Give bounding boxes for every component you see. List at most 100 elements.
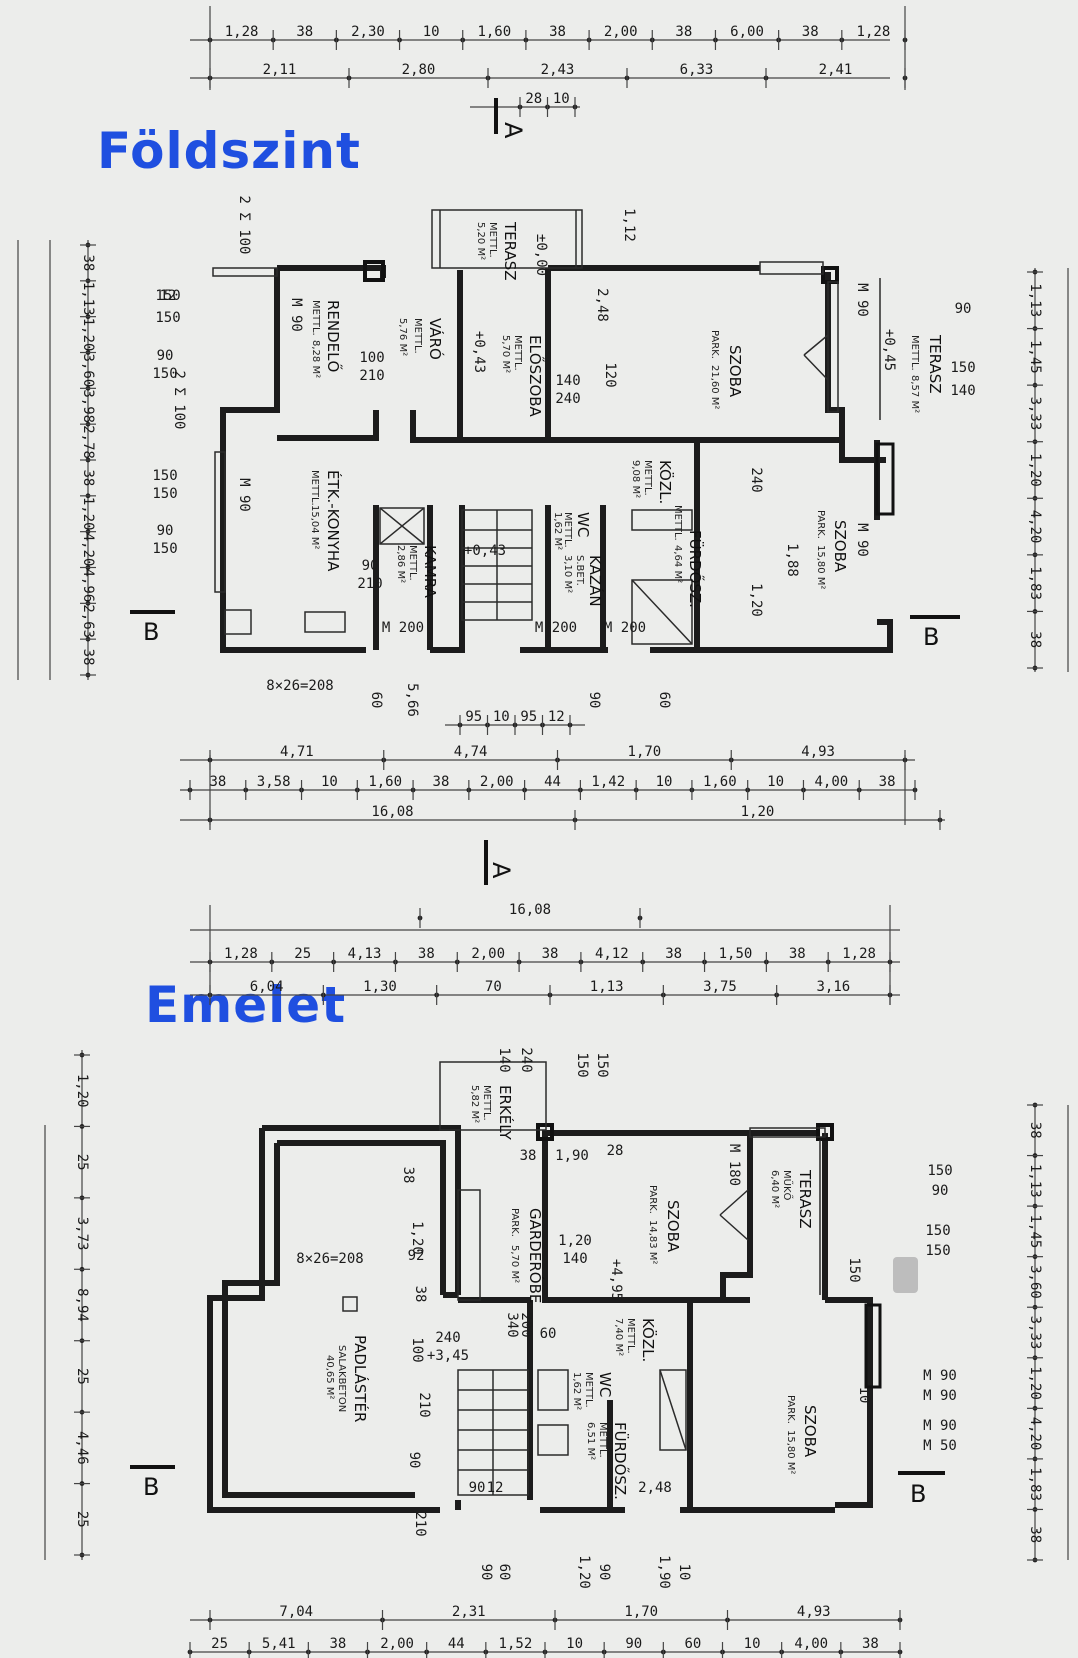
dimension-label: 3,75 xyxy=(703,979,737,995)
section-a-marker-bottom: A xyxy=(484,840,515,885)
svg-text:KÖZL.: KÖZL. xyxy=(639,1318,658,1362)
dimension-label: 25 xyxy=(211,1636,228,1652)
dimension-label: 60 xyxy=(496,1564,512,1581)
svg-text:5,82 M²: 5,82 M² xyxy=(469,1085,480,1123)
dimension-label: 38 xyxy=(789,946,806,962)
dimension-label: 38 xyxy=(209,774,226,790)
dimension-label: 1,28 xyxy=(225,24,259,40)
ground-room-furdosz: FÜRDŐSZ. METTL. 4,64 M² xyxy=(672,505,706,608)
dimension-label: 1,20 xyxy=(558,1233,592,1249)
dimension-label: 10 xyxy=(423,24,440,40)
dimension-label: 12 xyxy=(487,1480,504,1496)
dimension-label: 60 xyxy=(368,692,384,709)
svg-text:ERKÉLY: ERKÉLY xyxy=(496,1085,515,1141)
dimension-label: 10 xyxy=(767,774,784,790)
dimension-label: M 90 xyxy=(923,1368,957,1384)
dimension-label: 38 xyxy=(862,1636,879,1652)
upper-top-dim-row0: 16,08 xyxy=(417,902,643,928)
dimension-label: 240 xyxy=(518,1047,534,1072)
upper-room-padlaster: PADLÁSTÉR SALAKBETON 40,65 M² xyxy=(324,1335,370,1422)
dimension-label: 2,78 xyxy=(80,425,96,459)
dimension-label: M 50 xyxy=(923,1438,957,1454)
dimension-label: 5,41 xyxy=(262,1636,296,1652)
dimension-label: 210 xyxy=(359,368,384,384)
dimension-label: 1,42 xyxy=(591,774,625,790)
dimension-label: 8×26=208 xyxy=(266,678,333,694)
dimension-label: M 200 xyxy=(604,620,646,636)
dimension-label: 150 xyxy=(925,1223,950,1239)
room-name: RENDELŐ xyxy=(324,300,344,372)
dimension-label: M 90 xyxy=(854,283,870,317)
dimension-label: 2,63 xyxy=(80,604,96,638)
dimension-label: M 90 xyxy=(923,1418,957,1434)
dimension-label: 210 xyxy=(357,576,382,592)
dimension-label: 2,11 xyxy=(263,62,297,78)
dimension-label: 92 xyxy=(408,1248,425,1264)
svg-text:5,70 M²: 5,70 M² xyxy=(509,1245,520,1283)
svg-text:SZOBA: SZOBA xyxy=(726,345,744,398)
dimension-label: 4,74 xyxy=(454,744,488,760)
dimension-label: 1,28 xyxy=(224,946,258,962)
dimension-label: 3,33 xyxy=(1027,1316,1043,1350)
svg-text:METTL.: METTL. xyxy=(672,505,683,541)
dimension-label: 12 xyxy=(160,288,177,304)
dimension-label: 150 xyxy=(594,1052,610,1077)
svg-text:PARK.: PARK. xyxy=(509,1208,520,1237)
ground-details xyxy=(212,209,881,645)
dimension-label: 3,33 xyxy=(1027,397,1043,431)
section-b-label: B xyxy=(910,1480,926,1508)
svg-text:9,08 M²: 9,08 M² xyxy=(630,460,641,498)
svg-text:KÖZL.: KÖZL. xyxy=(656,460,675,504)
svg-text:15,04 M²: 15,04 M² xyxy=(309,505,320,549)
dimension-label: 140 xyxy=(496,1047,512,1072)
dimension-label: 60 xyxy=(684,1636,701,1652)
svg-text:ELŐSZOBA: ELŐSZOBA xyxy=(526,335,546,418)
dimension-label: +3,45 xyxy=(427,1348,469,1364)
svg-text:1,62 M²: 1,62 M² xyxy=(552,512,563,550)
dimension-label: 38 xyxy=(412,1286,428,1303)
dimension-label: 2,00 xyxy=(471,946,505,962)
dimension-label: 2,00 xyxy=(604,24,638,40)
dimension-label: 8×26=208 xyxy=(296,1251,363,1267)
section-a-label: A xyxy=(499,122,527,139)
svg-text:SZOBA: SZOBA xyxy=(664,1200,682,1253)
dimension-label: M 200 xyxy=(535,620,577,636)
dimension-label: 3,16 xyxy=(816,979,850,995)
section-b-marker-upper-left: B xyxy=(130,1465,175,1501)
section-b-label: B xyxy=(923,623,939,651)
dimension-label: 90 xyxy=(625,1636,642,1652)
dimension-label: 90 xyxy=(157,348,174,364)
dimension-label: 150 xyxy=(155,310,180,326)
dimension-label: 90 xyxy=(478,1564,494,1581)
ground-left-dimensions: 381,131,203,603,982,78381,204,204,962,63… xyxy=(80,242,96,678)
dimension-label: 16,08 xyxy=(509,902,551,918)
dimension-label: 1,70 xyxy=(624,1604,658,1620)
svg-text:METTL.: METTL. xyxy=(625,1318,636,1354)
dimension-label: 150 xyxy=(155,288,180,304)
dimension-label: 60 xyxy=(540,1326,557,1342)
svg-text:S.BET.: S.BET. xyxy=(574,555,585,586)
dimension-label: 140 xyxy=(555,373,580,389)
dimension-label: 150 xyxy=(152,486,177,502)
ground-room-kamra: KAMRA METTL. 2,86 M² xyxy=(395,545,439,599)
section-a-label: A xyxy=(487,862,515,879)
dimension-label: 1,30 xyxy=(363,979,397,995)
svg-text:1,62 M²: 1,62 M² xyxy=(571,1372,582,1410)
dimension-label: 2,48 xyxy=(594,288,610,322)
dimension-label: 1,20 xyxy=(80,318,96,352)
dimension-label: +4,95 xyxy=(608,1259,624,1301)
title-ground-floor: Földszint xyxy=(97,122,361,180)
dimension-label: +0,43 xyxy=(464,543,506,559)
svg-text:8,57 M²: 8,57 M² xyxy=(909,375,920,413)
dimension-label: +0,45 xyxy=(881,329,897,371)
ground-room-szoba-large: SZOBA PARK. 21,60 M² xyxy=(709,330,744,409)
svg-text:METTL.: METTL. xyxy=(909,335,920,371)
dimension-label: 3,73 xyxy=(74,1217,90,1251)
dimension-label: 3,98 xyxy=(80,389,96,423)
svg-text:4,64 M²: 4,64 M² xyxy=(672,545,683,583)
dimension-label: 70 xyxy=(485,979,502,995)
